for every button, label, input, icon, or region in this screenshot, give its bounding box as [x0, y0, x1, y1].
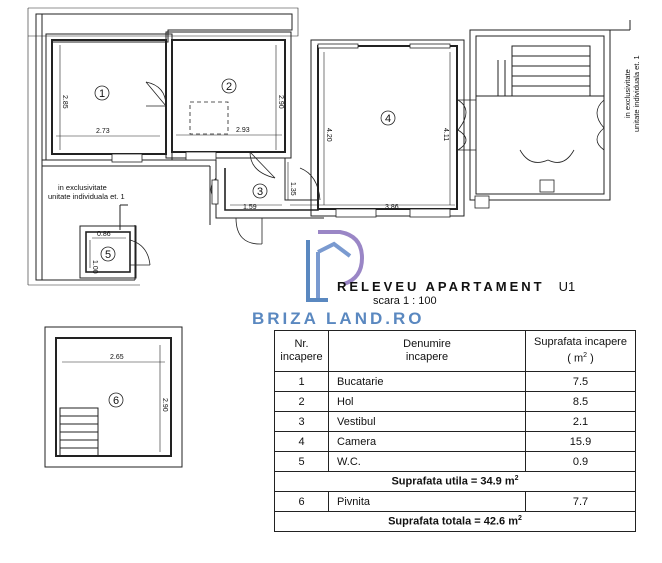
plan-title: RELEVEU APARTAMENT U1 [337, 279, 575, 294]
header-nr: Nr.incapere [274, 330, 329, 372]
dimension-label: 1.35 [289, 182, 296, 196]
dimension-label: 4.11 [442, 128, 449, 141]
dimension-label: 2.73 [96, 128, 110, 135]
briza-logo-icon [306, 230, 365, 302]
dimension-label: 2.90 [277, 95, 284, 109]
plan-unit: U1 [558, 279, 576, 294]
dimension-label: 0.86 [97, 231, 111, 238]
dimension-label: 3.86 [385, 204, 399, 211]
dimension-label: 2.85 [61, 95, 68, 109]
room-number-4: 4 [385, 113, 391, 125]
note-right-line2: unitate individuala et. 1 [632, 55, 641, 132]
note-left-line2: unitate individuala et. 1 [48, 192, 125, 201]
note-left-line1: in exclusivitate [58, 183, 107, 192]
note-right-line1: in exclusivitate [623, 69, 632, 118]
plan-title-main: RELEVEU APARTAMENT [337, 279, 545, 294]
plan-scale: scara 1 : 100 [373, 295, 437, 307]
suprafata-utila-row: Suprafata utila = 34.9 m2 [274, 471, 636, 492]
dimension-label: 4.20 [325, 128, 332, 142]
room-number-2: 2 [226, 81, 232, 93]
dimension-label: 1.59 [243, 204, 257, 211]
room-number-6: 6 [113, 395, 119, 407]
dimension-label: 1.00 [91, 260, 98, 274]
logo-text: BRIZA LAND.RO [252, 309, 425, 328]
room-number-5: 5 [105, 249, 111, 261]
header-area: Suprafata incapere( m2 ) [525, 330, 636, 372]
room-number-1: 1 [99, 88, 105, 100]
dimension-label: 2.93 [236, 127, 250, 134]
suprafata-totala-row: Suprafata totala = 42.6 m2 [274, 511, 636, 532]
dimension-label: 2.90 [161, 398, 168, 412]
dimension-label: 2.65 [110, 354, 124, 361]
room-number-3: 3 [257, 186, 263, 198]
